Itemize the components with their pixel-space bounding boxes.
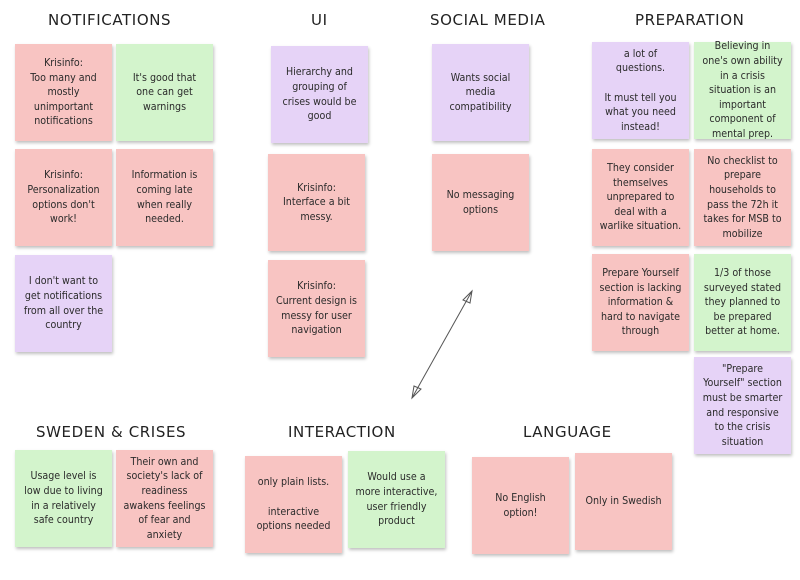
sticky-note[interactable]: I don't want to get notifications from a… [15,255,112,352]
connector-line [411,290,473,399]
sticky-note[interactable]: 1/3 of those surveyed stated they planne… [694,254,791,351]
arrowhead-bottom [411,385,422,400]
heading-sweden-crises: SWEDEN & CRISES [36,423,187,441]
sticky-note[interactable]: No messaging options [432,154,529,251]
sticky-note[interactable]: Prepare Yourself section is lacking info… [592,254,689,351]
heading-social-media: SOCIAL MEDIA [430,11,546,29]
sticky-note[interactable]: Krisinfo: Current design is messy for us… [268,260,365,357]
heading-language: LANGUAGE [523,423,612,441]
sticky-note[interactable]: It's good that one can get warnings [116,44,213,141]
heading-interaction: INTERACTION [288,423,396,441]
sticky-note[interactable]: Believing in one's own ability in a cris… [694,40,791,140]
sticky-note[interactable]: No checklist to prepare households to pa… [694,149,791,246]
sticky-note[interactable]: Hierarchy and grouping of crises would b… [271,46,368,143]
sticky-note[interactable]: Krisinfo: Too many and mostly unimportan… [15,44,112,141]
sticky-note[interactable]: only plain lists. interactive options ne… [245,456,342,553]
sticky-note[interactable]: No English option! [472,457,569,554]
sticky-note[interactable]: "Prepare Yourself" section must be smart… [694,357,791,454]
heading-ui: UI [311,11,328,29]
heading-preparation: PREPARATION [635,11,745,29]
sticky-note[interactable]: a lot of questions. It must tell you wha… [592,42,689,139]
sticky-note[interactable]: They consider themselves unprepared to d… [592,149,689,246]
heading-notifications: NOTIFICATIONS [48,11,172,29]
sticky-note[interactable]: Would use a more interactive, user frien… [348,451,445,548]
sticky-note[interactable]: Only in Swedish [575,453,672,550]
sticky-note[interactable]: Their own and society's lack of readines… [116,450,213,547]
sticky-note[interactable]: Usage level is low due to living in a re… [15,450,112,547]
arrowhead-top [462,289,473,304]
sticky-note[interactable]: Information is coming late when really n… [116,149,213,246]
sticky-note[interactable]: Krisinfo: Interface a bit messy. [268,154,365,251]
sticky-note[interactable]: Krisinfo: Personalization options don't … [15,149,112,246]
sticky-note[interactable]: Wants social media compatibility [432,44,529,141]
